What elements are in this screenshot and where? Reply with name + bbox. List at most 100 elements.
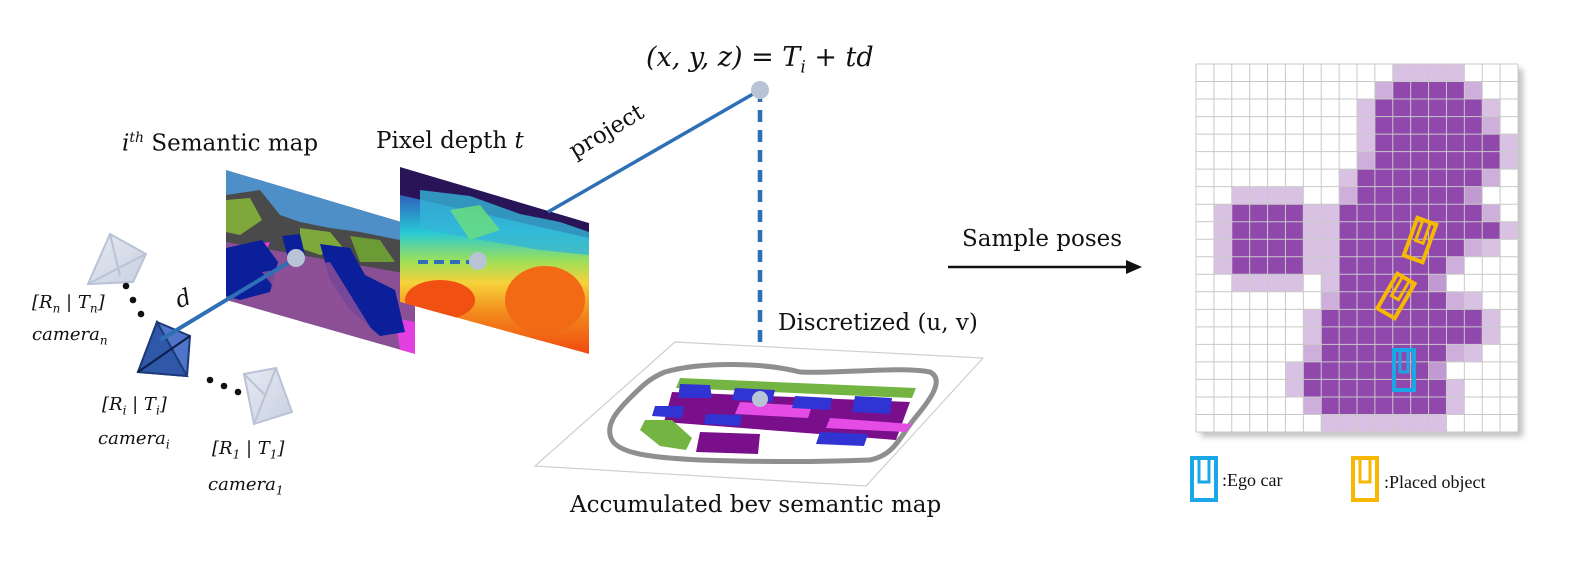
grid-cell (1410, 134, 1429, 152)
grid-cell (1213, 256, 1232, 275)
placed-object-2-icon (1374, 270, 1418, 322)
grid-cell (1339, 239, 1357, 257)
grid-cell (1464, 291, 1483, 310)
grid-cell (1321, 379, 1340, 397)
grid-cell (1339, 361, 1357, 380)
grid-cell (1482, 239, 1501, 257)
grid-cell (1321, 396, 1340, 415)
grid-cell (1339, 396, 1357, 415)
grid-cell (1428, 81, 1447, 100)
grid-cell (1410, 169, 1429, 187)
grid-cell (1374, 256, 1393, 275)
grid-cell (1321, 309, 1340, 327)
grid-cell (1464, 99, 1483, 117)
grid-cell (1303, 344, 1322, 362)
grid-cell (1428, 326, 1447, 345)
grid-cell (1357, 116, 1375, 135)
camera-i-pose: [Ri | Ti] (102, 394, 167, 418)
grid-cell (1446, 239, 1465, 257)
pixel-depth-label: Pixel depth t (376, 128, 524, 154)
grid-cell (1392, 134, 1411, 152)
grid-cell (1231, 186, 1250, 205)
grid-cell (1321, 344, 1340, 362)
grid-cell (1339, 221, 1357, 240)
camera-n-name: cameran (32, 324, 108, 348)
grid-cell (1410, 116, 1429, 135)
grid-cell (1231, 221, 1250, 240)
grid-cell (1410, 396, 1429, 415)
grid-cell (1446, 64, 1465, 82)
grid-cell (1339, 256, 1357, 275)
equation-label: (x, y, z) = Ti + td (646, 42, 874, 78)
grid-cell (1374, 169, 1393, 187)
grid-cell (1267, 239, 1286, 257)
grid-cell (1374, 396, 1393, 415)
grid-cell (1500, 221, 1518, 240)
grid-cell (1464, 344, 1483, 362)
grid-cell (1410, 81, 1429, 100)
grid-lines (1195, 63, 1519, 433)
grid-cell (1249, 274, 1268, 292)
grid-cell (1213, 239, 1232, 257)
legend-placed-object-label: :Placed object (1384, 472, 1486, 492)
grid-cell (1428, 151, 1447, 170)
grid-cell (1285, 256, 1304, 275)
grid-cell (1464, 134, 1483, 152)
grid-cell (1249, 256, 1268, 275)
grid-cell (1392, 99, 1411, 117)
grid-cell (1500, 134, 1518, 152)
legend-ego-car-icon (1190, 456, 1218, 502)
grid-cell (1446, 116, 1465, 135)
grid-cell (1357, 151, 1375, 170)
grid-cell (1321, 291, 1340, 310)
grid-cell (1428, 169, 1447, 187)
grid-cell (1446, 291, 1465, 310)
grid-cell (1339, 326, 1357, 345)
grid-cell (1446, 99, 1465, 117)
grid-cell (1285, 274, 1304, 292)
grid-cell (1285, 221, 1304, 240)
grid-cell (1339, 309, 1357, 327)
grid-cell (1213, 221, 1232, 240)
grid-cell (1321, 274, 1340, 292)
grid-cell (1428, 134, 1447, 152)
grid-cell (1446, 169, 1465, 187)
semantic-map-panel (226, 170, 415, 354)
grid-cell (1303, 361, 1322, 380)
grid-cell (1410, 204, 1429, 222)
grid-cell (1374, 99, 1393, 117)
grid-cell (1392, 81, 1411, 100)
grid-cell (1446, 134, 1465, 152)
grid-cell (1357, 169, 1375, 187)
grid-cell (1428, 291, 1447, 310)
grid-cell (1428, 239, 1447, 257)
grid-cell (1464, 81, 1483, 100)
grid-cell (1392, 151, 1411, 170)
accumulated-label: Accumulated bev semantic map (570, 492, 942, 518)
grid-cell (1392, 186, 1411, 205)
grid-cell (1428, 414, 1447, 432)
grid-cell (1428, 361, 1447, 380)
grid-cell (1446, 221, 1465, 240)
grid-cell (1213, 204, 1232, 222)
grid-cell (1267, 204, 1286, 222)
grid-cell (1303, 379, 1322, 397)
grid-cell (1321, 256, 1340, 275)
grid-cell (1267, 256, 1286, 275)
grid-cell (1339, 186, 1357, 205)
grid-cell (1374, 361, 1393, 380)
grid-cell (1321, 361, 1340, 380)
grid-cell (1464, 204, 1483, 222)
grid-cell (1446, 81, 1465, 100)
grid-cell (1357, 326, 1375, 345)
grid-cell (1357, 291, 1375, 310)
grid-cell (1303, 239, 1322, 257)
grid-cell (1374, 221, 1393, 240)
camera-n-icon (86, 232, 148, 286)
grid-cell (1303, 221, 1322, 240)
grid-cell (1357, 99, 1375, 117)
grid-cell (1500, 151, 1518, 170)
grid-cell (1231, 239, 1250, 257)
grid-cell (1392, 204, 1411, 222)
grid-cell (1374, 344, 1393, 362)
